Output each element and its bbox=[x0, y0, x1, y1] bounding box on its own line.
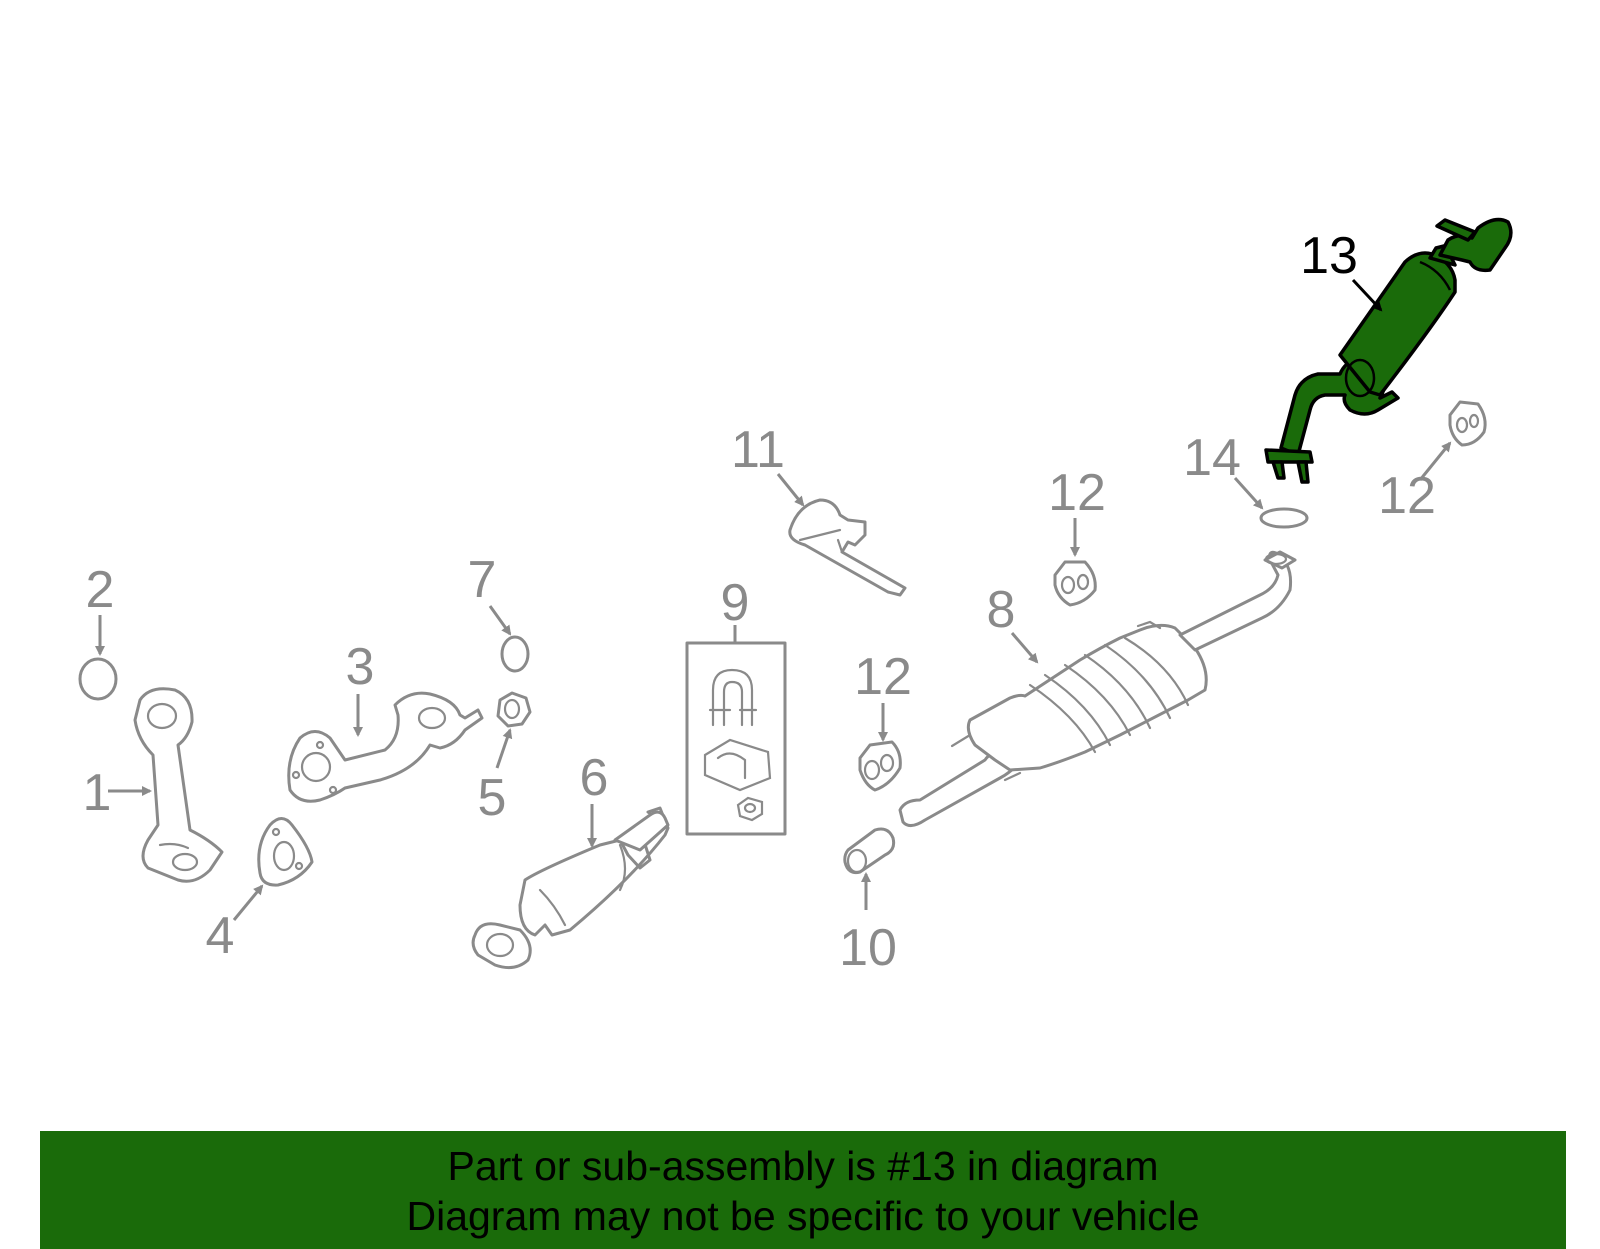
part-7-gasket bbox=[500, 635, 530, 673]
part-10-sleeve bbox=[843, 827, 896, 874]
callout-11: 11 bbox=[731, 421, 785, 479]
part-12-hanger-right bbox=[1448, 400, 1487, 447]
callout-5: 5 bbox=[478, 769, 507, 827]
callout-14: 14 bbox=[1183, 429, 1241, 487]
part-13-muffler-assembly bbox=[1264, 217, 1513, 484]
part-4-flange-gasket bbox=[257, 817, 314, 887]
part-12-hanger-middle bbox=[858, 740, 902, 792]
arrow-11 bbox=[776, 473, 805, 507]
part-6-catalytic-converter bbox=[471, 806, 670, 970]
callout-13: 13 bbox=[1300, 227, 1358, 285]
callout-3: 3 bbox=[346, 638, 375, 696]
part-1-front-pipe bbox=[133, 687, 224, 883]
part-12-hanger-upper bbox=[1053, 560, 1097, 607]
arrow-8 bbox=[1010, 632, 1039, 664]
arrow-13 bbox=[1351, 278, 1383, 312]
banner-line-2: Diagram may not be specific to your vehi… bbox=[406, 1193, 1200, 1239]
arrow-7 bbox=[488, 605, 512, 636]
part-3-pipe bbox=[287, 691, 484, 803]
part-8-muffler bbox=[898, 550, 1297, 827]
callout-7: 7 bbox=[468, 551, 497, 609]
info-banner: Part or sub-assembly is #13 in diagram D… bbox=[40, 1131, 1566, 1249]
callout-1: 1 bbox=[83, 764, 112, 822]
callout-6: 6 bbox=[580, 749, 609, 807]
callout-12-middle: 12 bbox=[854, 648, 912, 706]
callout-12-upper: 12 bbox=[1048, 464, 1106, 522]
part-9-hardware-kit bbox=[685, 641, 787, 836]
callout-8: 8 bbox=[987, 581, 1016, 639]
arrow-5 bbox=[495, 728, 513, 769]
arrow-4 bbox=[232, 884, 264, 921]
part-2-gasket bbox=[78, 657, 118, 701]
part-5-nut bbox=[496, 691, 532, 728]
callout-10: 10 bbox=[839, 919, 897, 977]
part-14-gasket bbox=[1259, 507, 1309, 529]
part-11-heat-shield bbox=[788, 498, 907, 597]
callout-12-right: 12 bbox=[1378, 467, 1436, 525]
callout-4: 4 bbox=[206, 907, 235, 965]
arrow-12-right bbox=[1418, 441, 1452, 481]
callout-9: 9 bbox=[721, 574, 750, 632]
arrow-14 bbox=[1233, 476, 1264, 510]
banner-line-1: Part or sub-assembly is #13 in diagram bbox=[447, 1143, 1159, 1189]
callout-2: 2 bbox=[86, 561, 115, 619]
